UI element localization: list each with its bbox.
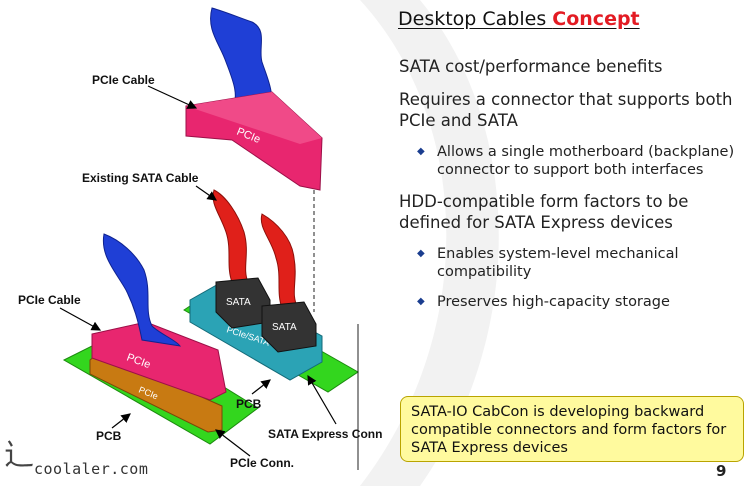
callout-box: SATA-IO CabCon is developing backward co… [400, 396, 744, 462]
bullet-item: Requires a connector that supports both … [399, 90, 733, 130]
top-pcie-cable-ribbon [210, 7, 272, 109]
arrow-sata-express-conn [307, 374, 337, 425]
sata-marking-2: SATA [272, 322, 297, 333]
sub-bullet-text: Allows a single motherboard (backplane) … [437, 144, 735, 178]
diamond-bullet-icon: ◆ [417, 146, 425, 157]
label-pcie-cable-top: PCIe Cable [92, 73, 155, 87]
sub-bullet-text: Preserves high-capacity storage [437, 294, 670, 310]
diamond-bullet-icon: ◆ [417, 248, 425, 259]
bullet-item: HDD-compatible form factors to be define… [399, 192, 689, 232]
sub-bullet-item: ◆ Allows a single motherboard (backplane)… [417, 143, 744, 179]
label-pcb-left: PCB [96, 429, 122, 443]
label-pcie-conn: PCIe Conn. [230, 456, 294, 470]
sub-bullet-item: ◆ Enables system-level mechanical compati… [417, 245, 744, 281]
label-existing-sata-cable: Existing SATA Cable [82, 171, 199, 185]
bottom-pcie-cable-ribbon [102, 233, 182, 347]
label-pcb-right: PCB [236, 397, 262, 411]
bullet-item: SATA cost/performance benefits [399, 57, 663, 76]
sub-bullet-text: Enables system-level mechanical compatib… [437, 246, 679, 280]
arrow-pcie-conn [215, 429, 251, 457]
arrow-pcie-cable-top [147, 85, 198, 109]
watermark-text: coolaler.com [34, 460, 149, 478]
sata-plug-2 [261, 301, 317, 353]
callout-text: SATA-IO CabCon is developing backward co… [411, 404, 727, 456]
arrow-pcb-right [251, 379, 271, 395]
watermark-logo-icon: ⻌ [4, 438, 34, 473]
title-accent: Concept [552, 8, 640, 30]
connector-diagram: PCIe PCIe/SATA SATA SATA PCIe PCIe PCIe … [18, 7, 382, 470]
label-sata-express-conn: SATA Express Conn [268, 427, 382, 441]
arrow-pcb-left [111, 413, 131, 429]
diamond-bullet-icon: ◆ [417, 296, 425, 307]
bullet-list: SATA cost/performance benefits Requires … [399, 56, 744, 323]
sub-bullet-item: ◆ Preserves high-capacity storage [417, 293, 744, 311]
arrow-pcie-cable-bottom [59, 307, 102, 331]
arrow-existing-sata-cable [195, 185, 217, 201]
sata-cable-1 [212, 189, 249, 283]
page-number: 9 [716, 462, 727, 480]
label-pcie-cable-bottom: PCIe Cable [18, 293, 81, 307]
title-text: Desktop Cables [398, 8, 553, 30]
slide-title: Desktop Cables Concept [398, 8, 640, 30]
sata-marking-1: SATA [226, 297, 251, 308]
